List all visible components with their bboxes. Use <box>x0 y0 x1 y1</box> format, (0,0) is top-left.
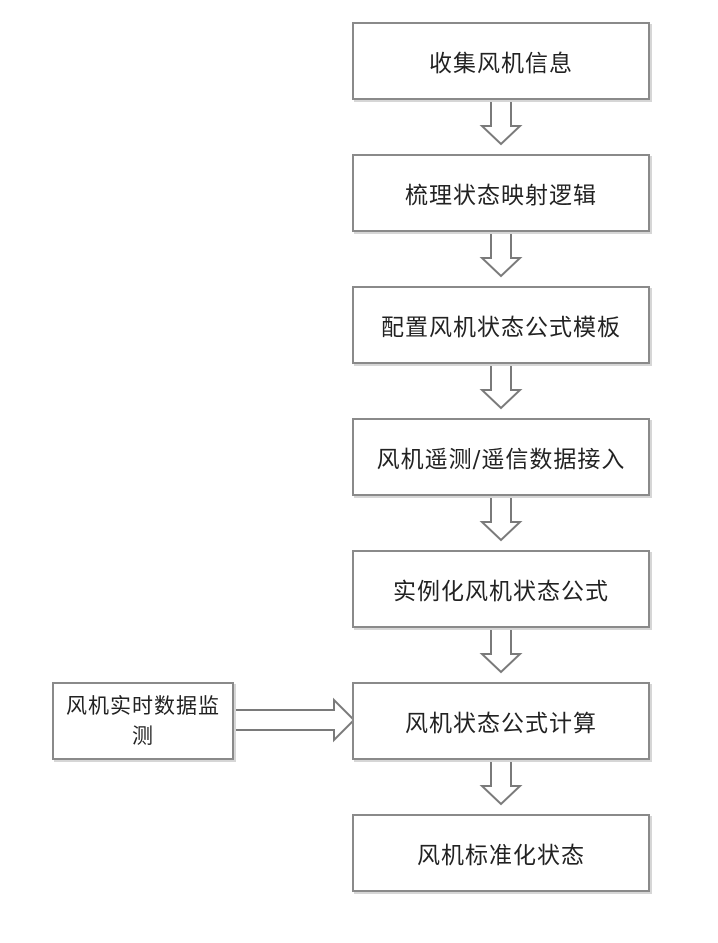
step-label: 实例化风机状态公式 <box>393 572 609 606</box>
down-arrow-6 <box>482 760 520 804</box>
step-sort-state-mapping: 梳理状态映射逻辑 <box>352 154 650 232</box>
side-input-label: 风机实时数据监测 <box>60 691 226 751</box>
down-arrow-3 <box>482 364 520 408</box>
down-arrow-2 <box>482 232 520 276</box>
step-label: 配置风机状态公式模板 <box>381 308 621 342</box>
step-collect-fan-info: 收集风机信息 <box>352 22 650 100</box>
step-label: 风机标准化状态 <box>417 836 585 870</box>
step-telemetry-data-access: 风机遥测/遥信数据接入 <box>352 418 650 496</box>
step-instantiate-formula: 实例化风机状态公式 <box>352 550 650 628</box>
step-label: 梳理状态映射逻辑 <box>405 176 597 210</box>
step-config-formula-template: 配置风机状态公式模板 <box>352 286 650 364</box>
down-arrow-1 <box>482 100 520 144</box>
step-label: 收集风机信息 <box>429 44 573 78</box>
step-standardized-state: 风机标准化状态 <box>352 814 650 892</box>
down-arrow-5 <box>482 628 520 672</box>
step-formula-calculation: 风机状态公式计算 <box>352 682 650 760</box>
step-label: 风机遥测/遥信数据接入 <box>377 440 626 474</box>
right-arrow <box>234 700 354 740</box>
side-input-realtime-monitoring: 风机实时数据监测 <box>52 682 234 760</box>
down-arrow-4 <box>482 496 520 540</box>
step-label: 风机状态公式计算 <box>405 704 597 738</box>
